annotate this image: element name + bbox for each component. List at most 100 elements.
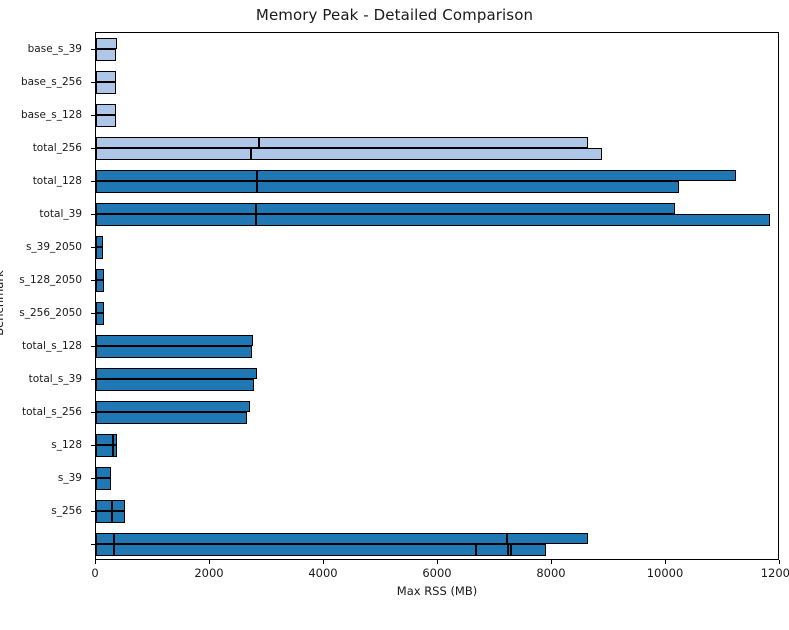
y-tick-label: base_s_39 bbox=[27, 42, 82, 55]
x-tick-label: 12000 bbox=[760, 566, 789, 580]
x-tick-mark bbox=[665, 560, 667, 565]
x-tick-label: 4000 bbox=[308, 566, 338, 580]
bar-group bbox=[96, 334, 778, 359]
y-tick-mark bbox=[90, 411, 95, 413]
bar-segment bbox=[96, 169, 258, 182]
x-tick-label: 8000 bbox=[536, 566, 566, 580]
chart-title: Memory Peak - Detailed Comparison bbox=[255, 6, 534, 24]
bar-group bbox=[96, 235, 778, 260]
x-axis-tick-labels: 0 2000 4000 6000 8000 10000 12000 bbox=[91, 560, 789, 580]
bar-segment bbox=[111, 511, 126, 524]
x-tick-label: 6000 bbox=[422, 566, 452, 580]
bar-segment bbox=[507, 544, 511, 557]
y-tick-mark bbox=[90, 213, 95, 215]
y-tick-label: s_39 bbox=[57, 471, 82, 484]
x-tick-mark bbox=[551, 560, 553, 565]
bar-segment bbox=[96, 334, 254, 347]
bar-segment bbox=[257, 181, 680, 194]
bar-group bbox=[96, 433, 778, 458]
bar-segment bbox=[96, 280, 104, 293]
y-tick-label: s_256_2050 bbox=[19, 306, 82, 319]
bar-group bbox=[96, 169, 778, 194]
y-tick-mark bbox=[90, 444, 95, 446]
y-tick-mark bbox=[90, 477, 95, 479]
bar-segment bbox=[96, 499, 112, 512]
bar-segment bbox=[96, 247, 103, 260]
x-tick-label: 10000 bbox=[646, 566, 684, 580]
bar-segment bbox=[96, 148, 252, 161]
y-tick-label: s_39_2050 bbox=[25, 240, 82, 253]
y-tick-mark bbox=[90, 510, 95, 512]
y-tick-label: total_256 bbox=[32, 141, 82, 154]
bar-segment bbox=[96, 49, 117, 62]
bar-group bbox=[96, 103, 778, 128]
y-tick-mark bbox=[90, 246, 95, 248]
bar-group bbox=[96, 499, 778, 524]
y-tick-label: s_256 bbox=[51, 504, 82, 517]
bar-segment bbox=[96, 103, 117, 116]
bar-group bbox=[96, 367, 778, 392]
y-tick-label: base_s_256 bbox=[20, 75, 82, 88]
bar-segment bbox=[96, 400, 250, 413]
y-tick-mark bbox=[90, 543, 95, 545]
bar-group bbox=[96, 70, 778, 95]
bar-segment bbox=[112, 433, 118, 446]
bar-group bbox=[96, 136, 778, 161]
bar-segment bbox=[96, 214, 257, 227]
bar-segment bbox=[475, 544, 508, 557]
y-tick-mark bbox=[90, 279, 95, 281]
y-tick-mark bbox=[90, 312, 95, 314]
bar-segment bbox=[96, 532, 114, 545]
bar-segment bbox=[96, 82, 117, 95]
bar-segment bbox=[113, 532, 507, 545]
y-tick-label: total_s_256 bbox=[21, 405, 82, 418]
x-tick-mark bbox=[323, 560, 325, 565]
y-tick-label: total_s_128 bbox=[21, 339, 82, 352]
x-tick-mark bbox=[209, 560, 211, 565]
bars-layer bbox=[96, 33, 778, 559]
bar-group bbox=[96, 268, 778, 293]
bar-segment bbox=[96, 202, 256, 215]
y-tick-mark bbox=[90, 147, 95, 149]
y-tick-mark bbox=[90, 48, 95, 50]
bar-segment bbox=[111, 499, 126, 512]
x-tick-label: 2000 bbox=[194, 566, 224, 580]
y-tick-label: s_128 bbox=[51, 438, 82, 451]
bar-segment bbox=[96, 433, 113, 446]
bar-segment bbox=[256, 214, 771, 227]
x-axis-title: Max RSS (MB) bbox=[396, 584, 478, 598]
plot-area bbox=[95, 32, 779, 560]
bar-segment bbox=[96, 37, 117, 50]
bar-group bbox=[96, 532, 778, 557]
bar-segment bbox=[96, 445, 113, 458]
bar-segment bbox=[96, 544, 114, 557]
bar-segment bbox=[96, 379, 255, 392]
bar-segment bbox=[96, 511, 112, 524]
bar-segment bbox=[96, 367, 257, 380]
bar-group bbox=[96, 301, 778, 326]
y-tick-mark bbox=[90, 114, 95, 116]
bar-segment bbox=[251, 148, 602, 161]
y-tick-label: total_39 bbox=[39, 207, 82, 220]
bar-segment bbox=[257, 169, 737, 182]
bar-segment bbox=[255, 202, 675, 215]
bar-segment bbox=[112, 445, 118, 458]
bar-segment bbox=[96, 136, 260, 149]
bar-segment bbox=[96, 478, 112, 491]
bar-segment bbox=[96, 346, 253, 359]
bar-segment bbox=[113, 544, 476, 557]
bar-segment bbox=[96, 70, 117, 83]
bar-segment bbox=[96, 466, 112, 479]
x-tick-label: 0 bbox=[91, 566, 99, 580]
y-tick-mark bbox=[90, 81, 95, 83]
bar-group bbox=[96, 466, 778, 491]
bar-segment bbox=[96, 412, 248, 425]
bar-group bbox=[96, 202, 778, 227]
y-tick-label: total_s_39 bbox=[28, 372, 82, 385]
bar-segment bbox=[96, 115, 117, 128]
y-tick-mark bbox=[90, 345, 95, 347]
bar-segment bbox=[510, 544, 547, 557]
y-tick-mark bbox=[90, 180, 95, 182]
x-tick-mark bbox=[437, 560, 439, 565]
